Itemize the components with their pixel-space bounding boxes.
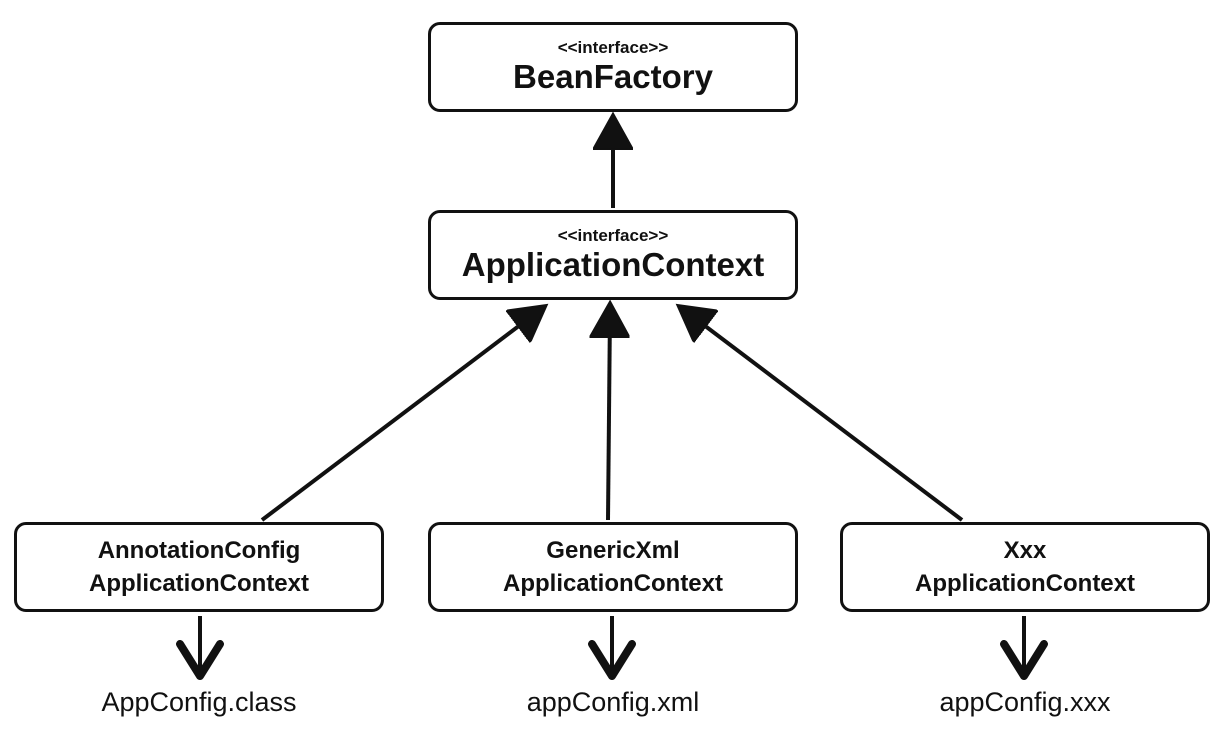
xxx-node: Xxx ApplicationContext bbox=[840, 522, 1210, 612]
annotation-config-line1: AnnotationConfig bbox=[97, 537, 301, 564]
xxx-config-file-label: appConfig.xxx bbox=[939, 687, 1111, 717]
application-context-name: ApplicationContext bbox=[461, 246, 765, 283]
annotation-config-node: AnnotationConfig ApplicationContext bbox=[14, 522, 384, 612]
generic-xml-line2: ApplicationContext bbox=[503, 570, 723, 597]
generic-xml-config-file-label: appConfig.xml bbox=[526, 687, 700, 717]
bean-factory-name: BeanFactory bbox=[513, 58, 713, 95]
annotation-config-file-label: AppConfig.class bbox=[101, 687, 297, 717]
annotation-config-line2: ApplicationContext bbox=[89, 570, 309, 597]
bean-factory-node: <<interface>> BeanFactory bbox=[428, 22, 798, 112]
edge-genxml-to-appctx bbox=[608, 310, 610, 521]
generic-xml-node: GenericXml ApplicationContext bbox=[428, 522, 798, 612]
application-context-stereotype: <<interface>> bbox=[557, 226, 669, 245]
application-context-node: <<interface>> ApplicationContext bbox=[428, 210, 798, 300]
xxx-line2: ApplicationContext bbox=[915, 570, 1135, 597]
bean-factory-stereotype: <<interface>> bbox=[557, 38, 669, 57]
edge-xxx-to-appctx bbox=[684, 310, 964, 522]
generic-xml-line1: GenericXml bbox=[546, 537, 680, 564]
xxx-line1: Xxx bbox=[1003, 537, 1047, 564]
edge-annot-to-appctx bbox=[260, 310, 540, 522]
